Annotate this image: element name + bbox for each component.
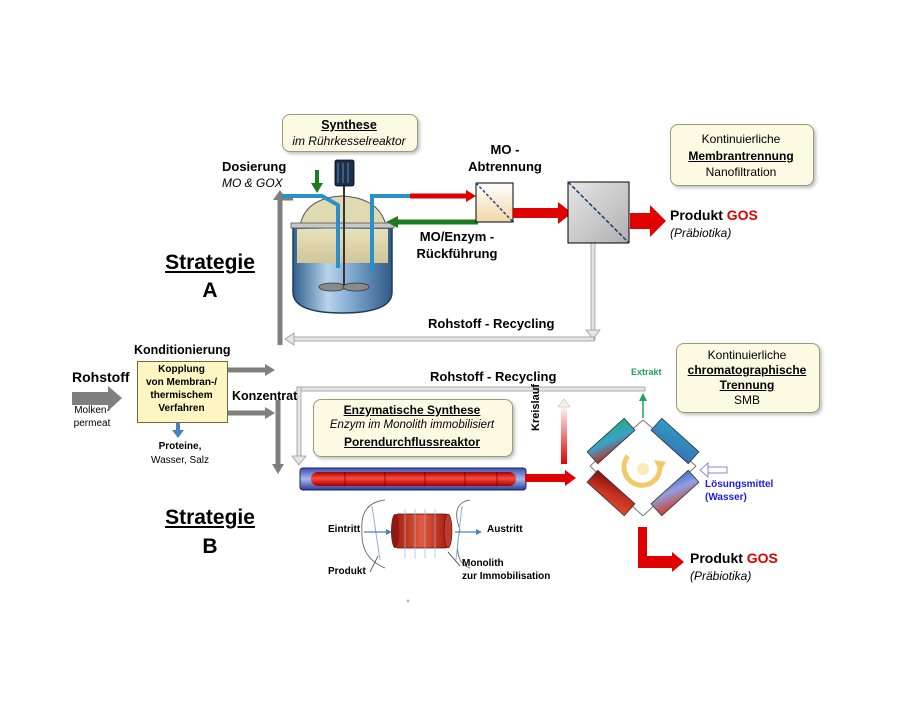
synthesis-title: Synthese	[321, 118, 377, 132]
extract-label: Extrakt	[631, 367, 662, 377]
concentrate-label: Konzentrat	[232, 389, 298, 403]
strategy-a-title: Strategie	[165, 251, 255, 274]
reactor-to-smb	[525, 470, 576, 486]
conditioning-line2: von Membran-/	[145, 377, 218, 388]
conditioning-line3: thermischem	[150, 390, 213, 401]
loop-label: Kreislauf	[530, 383, 542, 431]
recycling-b-label: Rohstoff - Recycling	[430, 369, 557, 384]
membrane-line1: Kontinuierliche	[701, 132, 781, 146]
conditioning-to-b	[228, 407, 275, 419]
stirred-tank-reactor	[282, 159, 412, 314]
membrane-line3: Nanofiltration	[705, 165, 777, 179]
dosing-subtitle: MO & GOX	[222, 176, 283, 190]
enzymatic-line1: Enzymatische Synthese	[343, 403, 481, 417]
marker-dot	[406, 599, 410, 603]
mo-enzyme-return	[386, 216, 478, 228]
enzymatic-line2: Enzym im Monolith immobilisiert	[329, 419, 495, 431]
conditioning-line4: Verfahren	[158, 403, 205, 414]
reactor-to-separation	[410, 190, 476, 202]
chromatography-line2: chromatographische	[687, 363, 807, 377]
mo-separation-line1: MO -	[490, 142, 520, 157]
concentrate-line	[272, 400, 284, 474]
whey-line2: permeat	[73, 418, 111, 429]
conditioning-line1: Kopplung	[158, 364, 205, 375]
chromatography-box	[676, 343, 820, 413]
membrane-line2: Membrantrennung	[688, 149, 794, 163]
membrane-box	[670, 124, 814, 186]
monolith-detail	[361, 499, 482, 573]
strategy-a-letter: A	[202, 279, 218, 302]
monolith-product: Produkt	[328, 566, 366, 577]
recycling-b-line	[291, 386, 646, 466]
strategy-b-title: Strategie	[165, 506, 255, 529]
monolith-outlet: Austritt	[487, 524, 523, 535]
proteins-line2: Wasser, Salz	[151, 455, 209, 466]
conditioning-to-a	[228, 364, 275, 376]
product-a-arrow	[630, 205, 666, 237]
product-a-sub: (Präbiotika)	[670, 226, 732, 240]
filter-to-membrane	[513, 202, 572, 224]
solvent-line2: (Wasser)	[705, 492, 747, 503]
proteins-line1: Proteine,	[158, 441, 202, 452]
conditioning-title: Konditionierung	[134, 343, 231, 357]
product-b-text: Produkt	[690, 550, 743, 566]
membrane-unit	[567, 181, 630, 244]
product-a-text: Produkt	[670, 207, 723, 223]
monolith-line2: zur Immobilisation	[462, 571, 551, 582]
whey-line1: Molken-	[74, 405, 110, 416]
recycling-a-label: Rohstoff - Recycling	[428, 316, 555, 331]
product-b-label: Produkt GOS	[690, 550, 778, 566]
synthesis-subtitle: im Rührkesselreaktor	[292, 134, 406, 148]
recirculation-line2: Rückführung	[416, 246, 498, 261]
raw-material-arrow	[72, 386, 122, 411]
product-a-label: Produkt GOS	[670, 207, 758, 223]
conditioning-box	[137, 361, 228, 423]
chromatography-line4: SMB	[733, 393, 760, 407]
recirculation-line1: MO/Enzym -	[419, 229, 495, 244]
loop-arrow	[557, 398, 571, 464]
product-a-gos: GOS	[726, 207, 758, 223]
monolith-line1: Monolith	[462, 558, 504, 569]
dosing-title: Dosierung	[222, 159, 287, 174]
solvent-line1: Lösungsmittel	[705, 479, 774, 490]
pore-flow-reactor	[299, 467, 527, 491]
product-b-sub: (Präbiotika)	[690, 569, 752, 583]
raw-material-label: Rohstoff	[72, 369, 130, 385]
smb-unit	[586, 393, 728, 517]
enzymatic-line3: Porendurchflussreaktor	[343, 435, 481, 449]
monolith-inlet: Eintritt	[328, 524, 361, 535]
product-b-gos: GOS	[746, 550, 778, 566]
enzymatic-box	[313, 399, 513, 457]
synthesis-box	[282, 114, 418, 152]
strategy-b-letter: B	[202, 535, 218, 558]
chromatography-line3: Trennung	[719, 378, 775, 392]
mo-separation-line2: Abtrennung	[468, 159, 542, 174]
mo-separation-filter	[475, 182, 514, 223]
product-b-arrow	[638, 527, 684, 572]
chromatography-line1: Kontinuierliche	[707, 348, 787, 362]
